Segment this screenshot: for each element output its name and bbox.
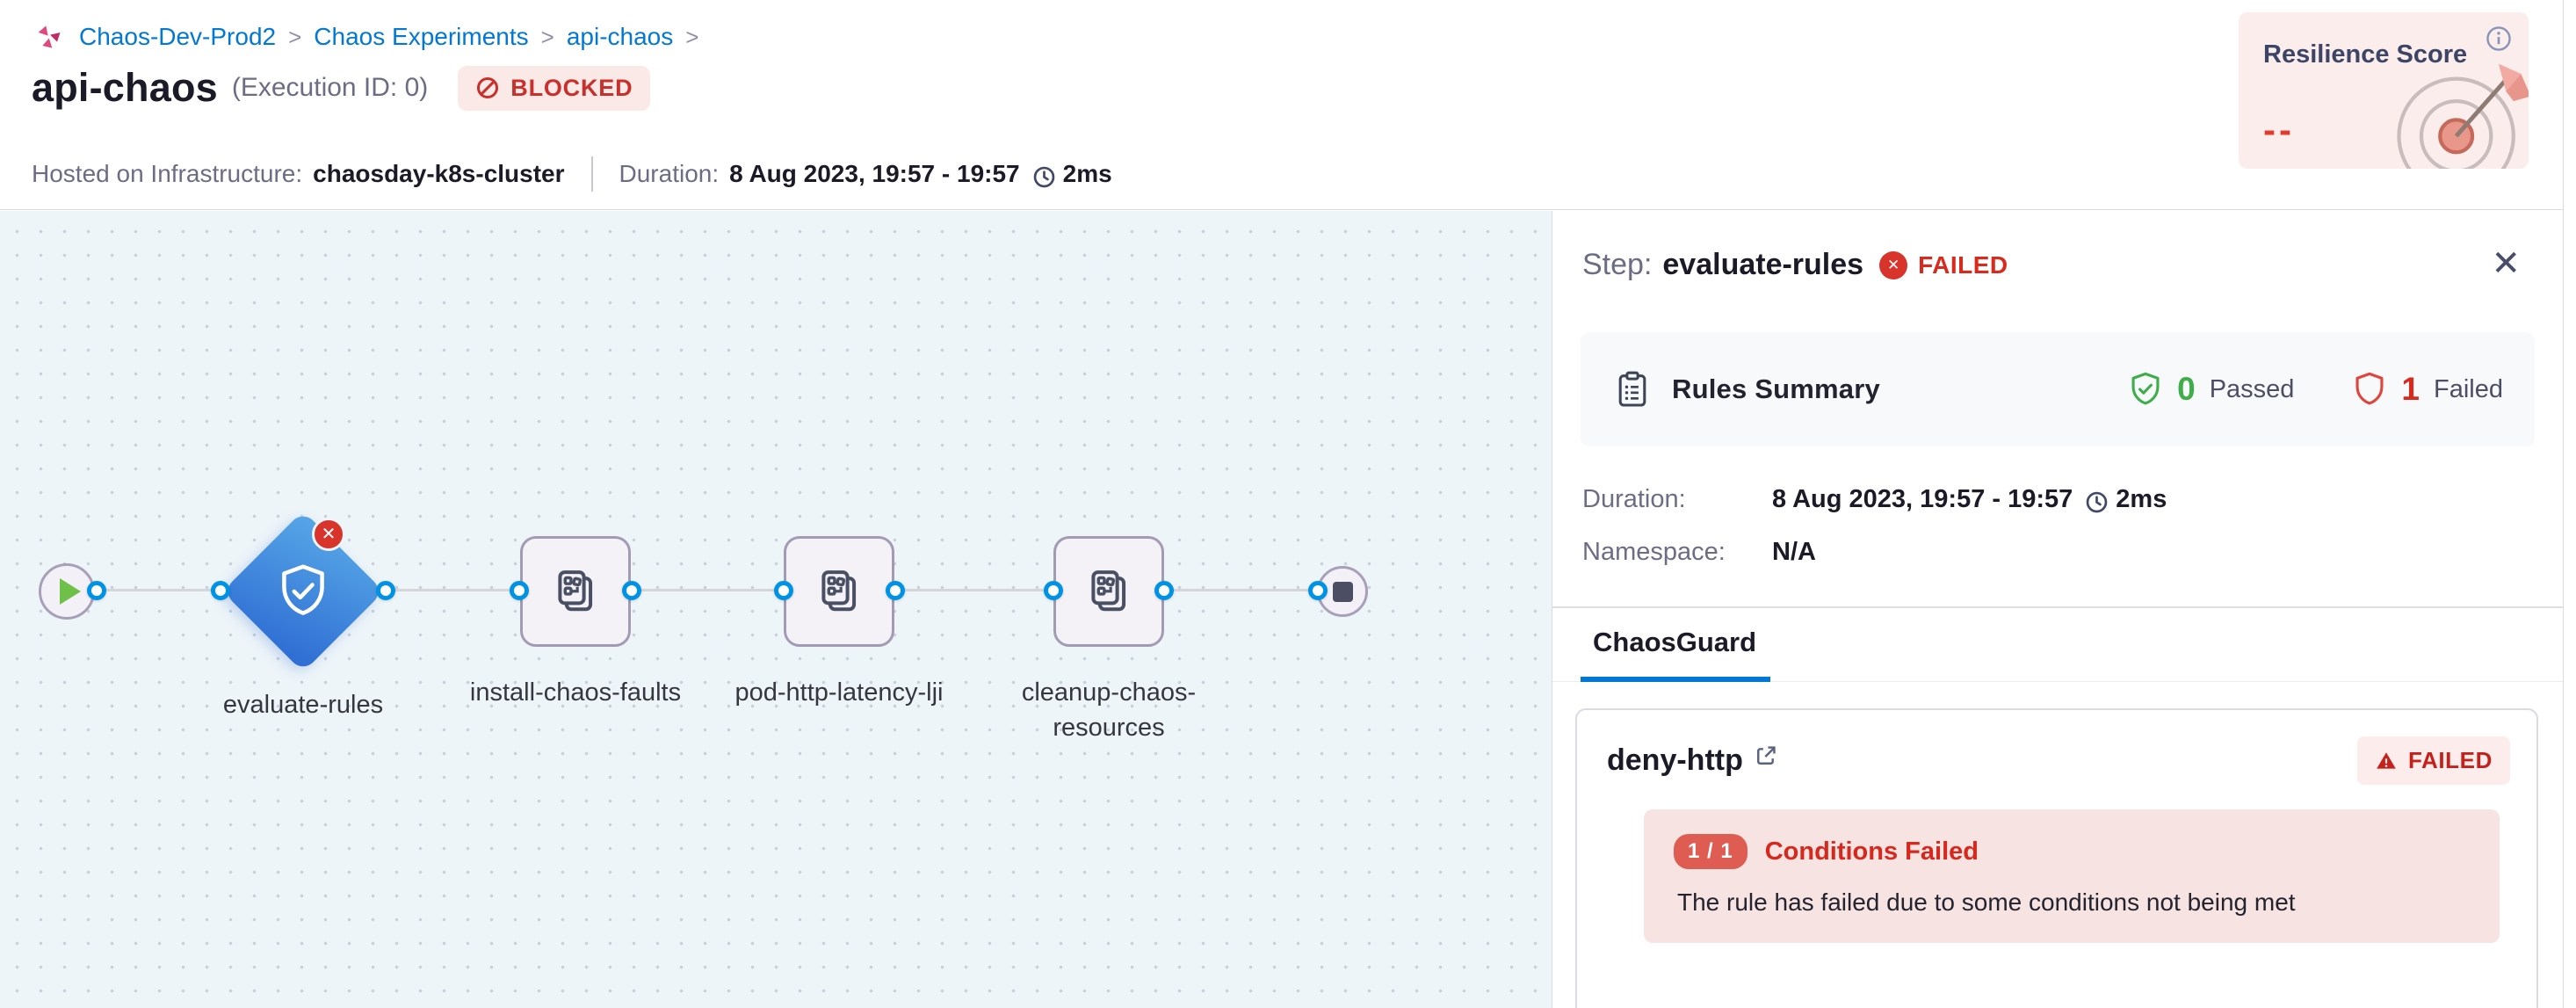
rules-counts: 0 Passed 1 Failed <box>2126 370 2503 409</box>
close-icon[interactable]: ✕ <box>2491 244 2521 283</box>
node-evaluate-rules[interactable]: ✕ <box>222 511 384 672</box>
page-header: Chaos-Dev-Prod2 > Chaos Experiments > ap… <box>0 0 2576 210</box>
scrollbar[interactable] <box>2563 0 2576 1008</box>
resilience-score-title: Resilience Score <box>2263 40 2468 69</box>
conditions-failed-alert: 1 / 1 Conditions Failed The rule has fai… <box>1644 809 2500 943</box>
duration-row: Duration: 8 Aug 2023, 19:57 - 19:57 2ms <box>1582 485 2167 514</box>
fault-step-icon <box>821 570 857 612</box>
node-label: evaluate-rules <box>222 691 384 719</box>
node-install-chaos-faults[interactable] <box>520 536 631 647</box>
port-dot <box>87 581 106 600</box>
duration-value: 8 Aug 2023, 19:57 - 19:57 <box>729 160 1020 187</box>
breadcrumb-experiments[interactable]: Chaos Experiments <box>314 23 529 50</box>
rules-summary-card: Rules Summary 0 Passed 1 Failed <box>1581 332 2535 446</box>
passed-count: 0 <box>2177 371 2196 407</box>
conditions-failed-title: Conditions Failed <box>1764 837 1979 866</box>
node-label: pod-http-latency-lji <box>734 678 944 707</box>
shield-check-icon <box>282 564 324 615</box>
page-title: api-chaos <box>32 65 218 110</box>
node-cleanup-chaos-resources[interactable] <box>1053 536 1164 647</box>
failed-count-group: 1 Failed <box>2350 370 2503 409</box>
stop-icon <box>1332 581 1353 602</box>
port-dot <box>886 581 905 600</box>
namespace-value: N/A <box>1772 538 1816 566</box>
step-name: evaluate-rules <box>1662 248 1864 281</box>
rule-status-label: FAILED <box>2407 747 2493 773</box>
warning-icon <box>2377 751 2396 769</box>
resilience-score-value: -- <box>2263 109 2295 150</box>
breadcrumb: Chaos-Dev-Prod2 > Chaos Experiments > ap… <box>32 19 698 54</box>
port-dot <box>376 581 395 600</box>
conditions-ratio-pill: 1 / 1 <box>1674 834 1747 869</box>
rule-card-deny-http: deny-http FAILED 1 / 1 <box>1575 708 2538 1008</box>
clipboard-icon <box>1618 371 1646 407</box>
clock-icon <box>1032 165 1056 189</box>
title-row: api-chaos (Execution ID: 0) BLOCKED <box>32 65 651 111</box>
step-details-panel: Step: evaluate-rules ✕ FAILED ✕ Rules Su… <box>1552 211 2564 1008</box>
status-badge: BLOCKED <box>458 65 651 111</box>
port-dot <box>1044 581 1063 600</box>
passed-label: Passed <box>2209 374 2295 403</box>
port-dot <box>510 581 529 600</box>
status-badge-label: BLOCKED <box>510 74 633 101</box>
duration-elapsed: 2ms <box>1062 160 1112 187</box>
infra-label: Hosted on Infrastructure: <box>32 160 303 187</box>
node-label: install-chaos-faults <box>469 678 682 707</box>
failed-label: Failed <box>2434 374 2503 403</box>
rule-status-badge: FAILED <box>2356 736 2510 785</box>
node-pod-http-latency-lji[interactable] <box>784 536 894 647</box>
alert-headline: 1 / 1 Conditions Failed <box>1674 834 2471 869</box>
divider <box>590 156 593 192</box>
step-status: FAILED <box>1918 250 2008 279</box>
rule-name[interactable]: deny-http <box>1607 743 1743 777</box>
passed-shield-icon <box>2131 372 2160 405</box>
step-header: Step: evaluate-rules ✕ FAILED <box>1582 248 2008 282</box>
breadcrumb-project[interactable]: Chaos-Dev-Prod2 <box>79 23 277 50</box>
failed-badge-icon: ✕ <box>312 518 345 551</box>
duration-label: Duration: <box>619 160 720 187</box>
port-dot <box>1154 581 1174 600</box>
duration-label: Duration: <box>1582 485 1686 513</box>
step-label: Step: <box>1582 248 1653 281</box>
rules-summary-title: Rules Summary <box>1672 373 1880 404</box>
passed-count-group: 0 Passed <box>2126 370 2294 409</box>
resilience-score-card: Resilience Score -- <box>2239 12 2529 169</box>
breadcrumb-separator: > <box>685 23 699 50</box>
play-icon <box>59 578 81 605</box>
clock-icon <box>2085 490 2109 514</box>
pipeline-edge <box>81 589 1328 591</box>
port-dot <box>774 581 793 600</box>
namespace-label: Namespace: <box>1582 538 1726 566</box>
target-dart-icon <box>2397 63 2529 169</box>
node-label: cleanup-chaos-resources <box>1021 678 1197 743</box>
execution-meta: Hosted on Infrastructure: chaosday-k8s-c… <box>32 156 1112 192</box>
info-icon[interactable] <box>2485 25 2513 53</box>
duration-value: 8 Aug 2023, 19:57 - 19:57 <box>1772 485 2073 513</box>
port-dot <box>622 581 641 600</box>
port-dot <box>211 581 230 600</box>
conditions-failed-message: The rule has failed due to some conditio… <box>1677 888 2296 916</box>
breadcrumb-separator: > <box>288 23 302 50</box>
execution-id: (Execution ID: 0) <box>231 73 429 102</box>
infra-value: chaosday-k8s-cluster <box>313 160 565 187</box>
tab-chaosguard[interactable]: ChaosGuard <box>1581 608 1771 682</box>
port-dot <box>1308 581 1328 600</box>
blocked-icon <box>477 76 499 99</box>
chaos-module-icon[interactable] <box>32 19 67 54</box>
breadcrumb-experiment[interactable]: api-chaos <box>566 23 674 50</box>
duration-elapsed: 2ms <box>2116 485 2167 513</box>
divider <box>1552 606 2564 608</box>
rule-card-header: deny-http FAILED <box>1577 710 2536 790</box>
tab-bar: ChaosGuard <box>1552 608 2564 682</box>
namespace-row: Namespace: N/A <box>1582 538 1816 567</box>
external-link-icon[interactable] <box>1754 743 1778 768</box>
fault-step-icon <box>1091 570 1126 612</box>
breadcrumb-separator: > <box>540 23 554 50</box>
pipeline-canvas[interactable]: ✕ <box>0 211 1552 1008</box>
failed-circle-icon: ✕ <box>1879 250 1908 279</box>
failed-shield-icon <box>2355 372 2384 405</box>
fault-step-icon <box>558 570 593 612</box>
failed-count: 1 <box>2401 371 2420 407</box>
start-node[interactable] <box>39 563 95 620</box>
